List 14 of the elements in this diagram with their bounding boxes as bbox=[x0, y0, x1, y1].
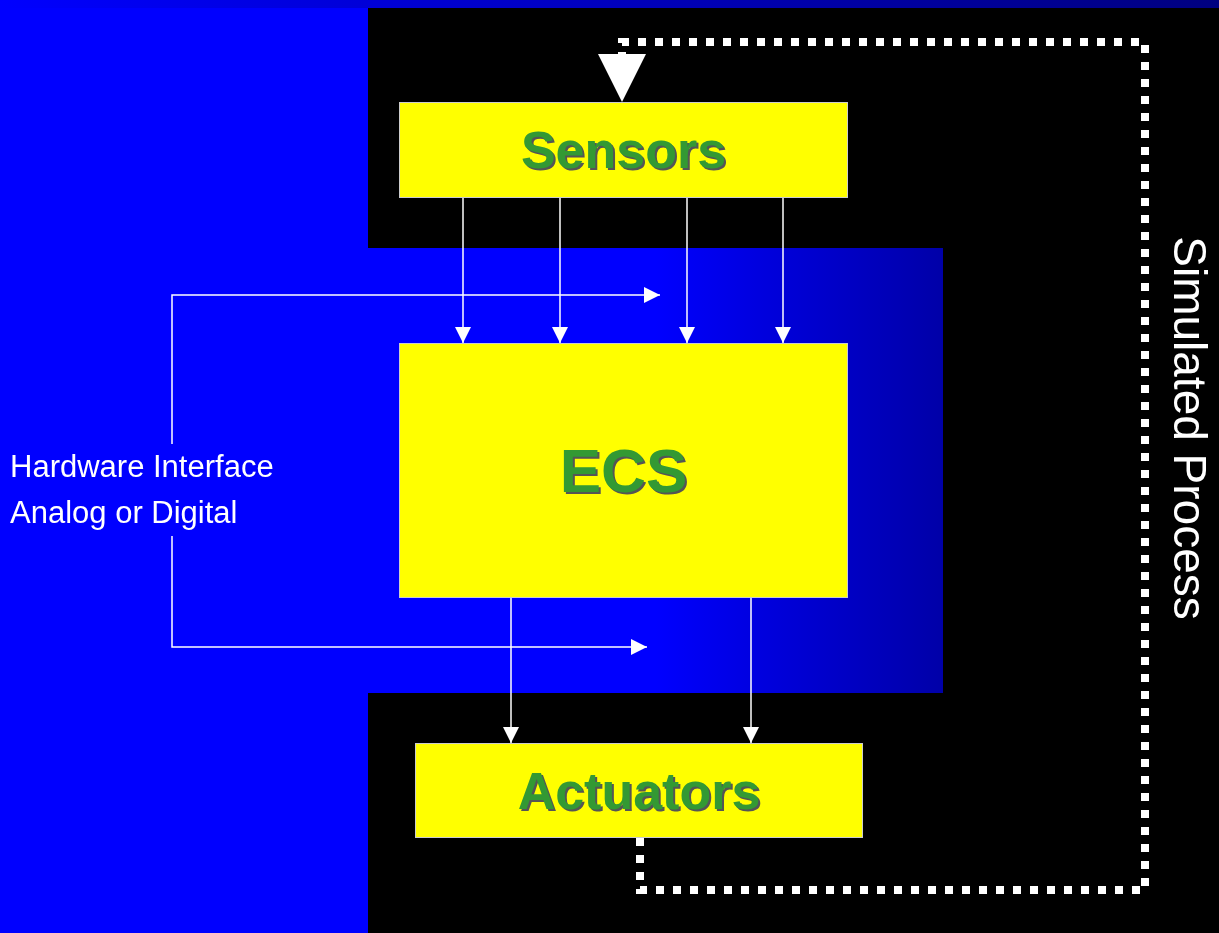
component-box: Actuators bbox=[415, 743, 863, 838]
component-box: Sensors bbox=[399, 102, 848, 198]
dashed-arrow bbox=[598, 38, 1149, 894]
arrow bbox=[171, 535, 648, 655]
arrow bbox=[455, 197, 471, 344]
arrow bbox=[552, 197, 568, 344]
component-box: ECS bbox=[399, 343, 848, 598]
interface-label: Hardware Interface Analog or Digital bbox=[10, 444, 340, 536]
arrow bbox=[743, 597, 759, 744]
process-label: Simulated Process bbox=[1164, 236, 1216, 620]
arrow bbox=[775, 197, 791, 344]
arrow bbox=[679, 197, 695, 344]
arrow bbox=[171, 287, 661, 445]
arrow bbox=[503, 597, 519, 744]
